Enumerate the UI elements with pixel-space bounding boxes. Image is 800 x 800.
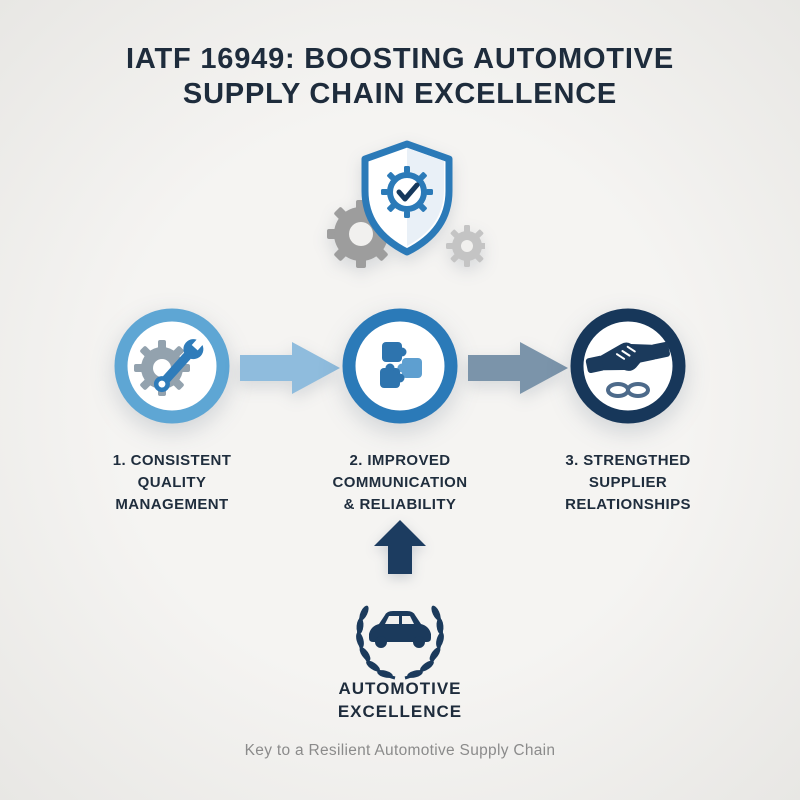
page-title: IATF 16949: BOOSTING AUTOMOTIVE SUPPLY C… — [0, 42, 800, 113]
arrow-right-icon-2 — [468, 342, 568, 394]
header-emblem — [315, 134, 488, 289]
emblem-label: AUTOMOTIVE EXCELLENCE — [337, 679, 463, 721]
shield-gear-check-icon — [327, 140, 488, 268]
gear-wrench-icon — [134, 334, 208, 396]
step-1-label: 1. CONSISTENT QUALITY MANAGEMENT — [112, 452, 232, 513]
arrow-right-icon-1 — [240, 342, 340, 394]
gear-icon — [327, 200, 395, 268]
shield-icon — [361, 140, 453, 256]
step-2-circle — [342, 308, 458, 424]
checkmark-icon — [396, 182, 420, 202]
page-title-line2: SUPPLY CHAIN EXCELLENCE — [182, 78, 618, 111]
page-title-line1: IATF 16949: BOOSTING AUTOMOTIVE — [126, 43, 674, 75]
step-1-circle — [114, 308, 230, 424]
puzzle-pieces-icon — [380, 342, 422, 388]
footer-caption: Key to a Resilient Automotive Supply Cha… — [244, 742, 556, 759]
step-2-label: 2. IMPROVED COMMUNICATION & RELIABILITY — [332, 452, 468, 513]
step-3-label: 3. STRENGTHED SUPPLIER RELATIONSHIPS — [565, 452, 691, 513]
gear-check-icon — [381, 166, 433, 218]
laurel-branch-icon — [356, 605, 396, 680]
automotive-excellence-emblem — [335, 582, 465, 687]
handshake-chain-icon — [585, 342, 670, 398]
step-3-circle — [570, 308, 686, 424]
laurel-car-icon — [356, 602, 447, 681]
car-icon — [369, 611, 431, 648]
up-arrow-icon — [374, 520, 426, 574]
small-gear-icon — [446, 225, 488, 267]
